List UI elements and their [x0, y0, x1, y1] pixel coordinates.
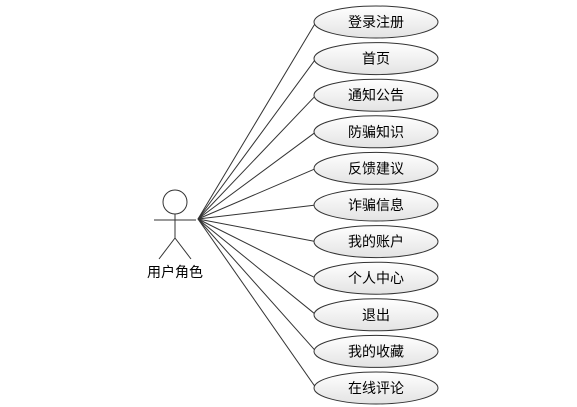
- use-case: 在线评论: [313, 371, 439, 405]
- use-case-label: 通知公告: [348, 87, 404, 104]
- use-case-ellipse: [313, 5, 439, 39]
- use-case: 防骗知识: [313, 115, 439, 149]
- association-line: [197, 131, 317, 220]
- use-case-label: 反馈建议: [348, 161, 404, 177]
- use-case-label: 防骗知识: [348, 124, 404, 141]
- actor-figure: 用户角色: [147, 189, 203, 281]
- use-case: 通知公告: [313, 78, 439, 112]
- use-case-label: 个人中心: [348, 271, 404, 287]
- association-line: [197, 218, 317, 316]
- use-case: 退出: [313, 298, 439, 332]
- association-lines: [197, 21, 317, 389]
- association-line: [197, 218, 317, 352]
- use-case: 诈骗信息: [313, 188, 439, 222]
- association-line: [197, 218, 317, 279]
- use-case: 我的收藏: [313, 334, 439, 368]
- use-case-label: 首页: [362, 52, 390, 68]
- use-case-ellipse: [313, 78, 439, 112]
- use-case-label: 退出: [362, 308, 390, 324]
- use-case-label: 我的收藏: [348, 344, 404, 360]
- association-line: [197, 167, 317, 220]
- use-case: 首页: [313, 42, 439, 76]
- actor-left-leg: [158, 237, 176, 260]
- association-line: [197, 58, 317, 220]
- actor-head: [162, 189, 188, 215]
- use-case: 登录注册: [313, 5, 439, 39]
- association-line: [197, 21, 317, 220]
- use-case-label: 我的账户: [348, 234, 404, 251]
- association-line: [197, 94, 317, 220]
- use-case-ellipse: [313, 261, 439, 295]
- actor-name: 用户角色: [147, 264, 203, 281]
- association-line: [197, 218, 317, 243]
- use-case: 反馈建议: [313, 151, 439, 185]
- use-case: 个人中心: [313, 261, 439, 295]
- association-line: [197, 218, 317, 389]
- use-case-ellipse: [313, 115, 439, 149]
- use-case-ellipse: [313, 188, 439, 222]
- use-case-ellipse: [313, 371, 439, 405]
- use-case: 我的账户: [313, 225, 439, 259]
- use-case-ellipse: [313, 151, 439, 185]
- actor-right-leg: [174, 237, 192, 260]
- use-case-label: 在线评论: [348, 381, 404, 397]
- use-case-ellipse: [313, 225, 439, 259]
- use-case-ellipse: [313, 334, 439, 368]
- use-case-label: 诈骗信息: [348, 197, 404, 214]
- use-case-ellipse: [313, 298, 439, 332]
- use-case-ellipse: [313, 42, 439, 76]
- use-case-label: 登录注册: [348, 15, 404, 31]
- association-line: [197, 204, 317, 220]
